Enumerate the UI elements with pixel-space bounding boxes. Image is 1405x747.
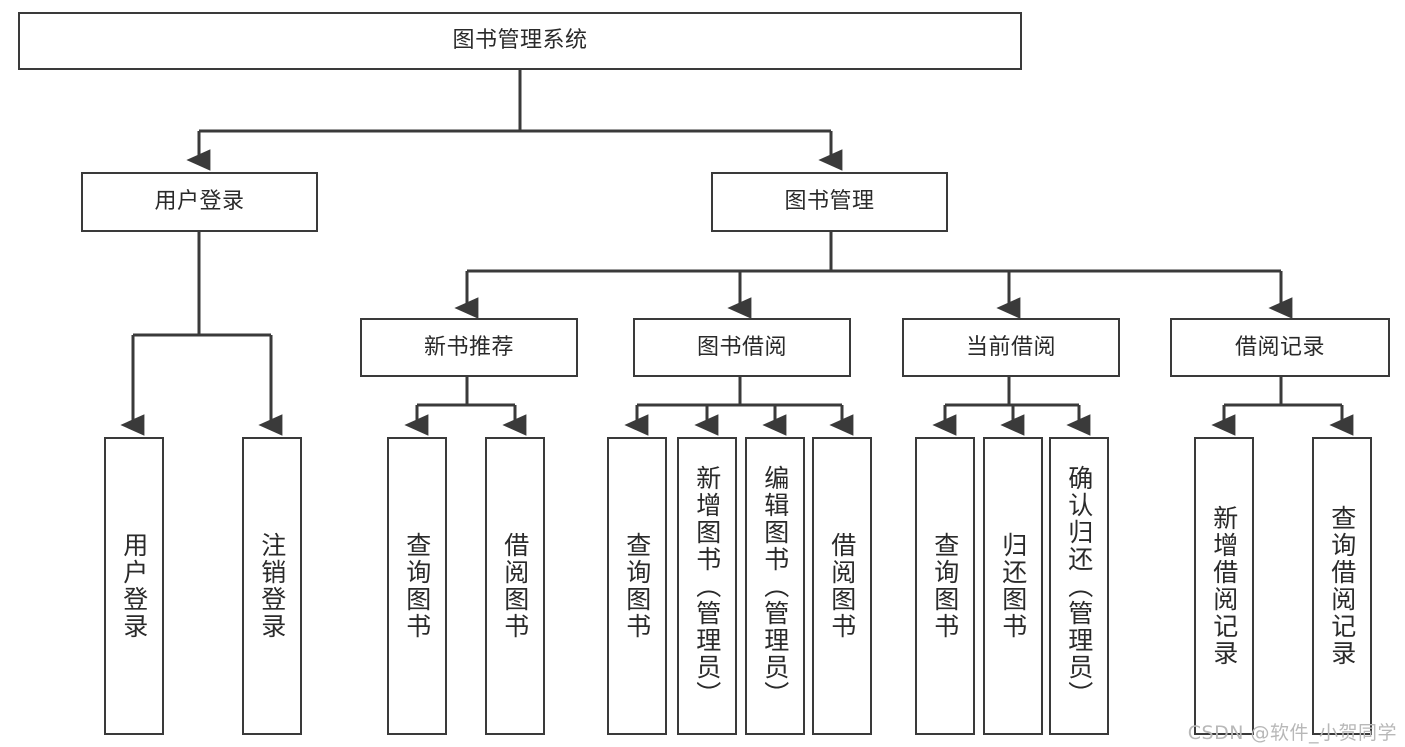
node-leaf-add-record[interactable]: 新增借阅记录 xyxy=(1194,437,1254,735)
node-leaf-borrow-book-1-label: 借阅图书 xyxy=(500,532,530,640)
node-leaf-add-book[interactable]: 新增图书（管理员） xyxy=(677,437,737,735)
node-leaf-confirm-return-label: 确认归还（管理员） xyxy=(1064,464,1094,708)
node-new-book-recommend-label: 新书推荐 xyxy=(423,334,514,360)
node-leaf-query-book-2[interactable]: 查询图书 xyxy=(607,437,667,735)
node-leaf-edit-book-label: 编辑图书（管理员） xyxy=(760,464,790,708)
node-user-login[interactable]: 用户登录 xyxy=(81,172,318,232)
node-leaf-add-book-label: 新增图书（管理员） xyxy=(692,464,722,708)
node-user-login-label: 用户登录 xyxy=(154,189,245,215)
node-leaf-query-record[interactable]: 查询借阅记录 xyxy=(1312,437,1372,735)
node-root[interactable]: 图书管理系统 xyxy=(18,12,1022,70)
node-borrow-record-label: 借阅记录 xyxy=(1234,334,1325,360)
node-new-book-recommend[interactable]: 新书推荐 xyxy=(360,318,578,377)
node-leaf-query-book-1[interactable]: 查询图书 xyxy=(387,437,447,735)
node-leaf-borrow-book-1[interactable]: 借阅图书 xyxy=(485,437,545,735)
node-leaf-logout[interactable]: 注销登录 xyxy=(242,437,302,735)
node-book-manage-label: 图书管理 xyxy=(784,189,875,215)
node-leaf-return-book-label: 归还图书 xyxy=(998,532,1028,640)
node-leaf-borrow-book-2[interactable]: 借阅图书 xyxy=(812,437,872,735)
node-leaf-query-book-3-label: 查询图书 xyxy=(930,532,960,640)
node-book-manage[interactable]: 图书管理 xyxy=(711,172,948,232)
node-leaf-return-book[interactable]: 归还图书 xyxy=(983,437,1043,735)
node-leaf-query-book-1-label: 查询图书 xyxy=(402,532,432,640)
node-book-borrow-label: 图书借阅 xyxy=(696,334,787,360)
node-root-label: 图书管理系统 xyxy=(452,28,588,54)
node-leaf-confirm-return[interactable]: 确认归还（管理员） xyxy=(1049,437,1109,735)
node-borrow-record[interactable]: 借阅记录 xyxy=(1170,318,1390,377)
node-leaf-user-login[interactable]: 用户登录 xyxy=(104,437,164,735)
node-leaf-query-book-3[interactable]: 查询图书 xyxy=(915,437,975,735)
watermark-text: CSDN @软件_小贺同学 xyxy=(1187,722,1397,744)
node-leaf-edit-book[interactable]: 编辑图书（管理员） xyxy=(745,437,805,735)
node-leaf-logout-label: 注销登录 xyxy=(257,532,287,640)
node-leaf-borrow-book-2-label: 借阅图书 xyxy=(827,532,857,640)
node-leaf-query-book-2-label: 查询图书 xyxy=(622,532,652,640)
node-book-borrow[interactable]: 图书借阅 xyxy=(633,318,851,377)
node-current-borrow-label: 当前借阅 xyxy=(965,334,1056,360)
node-leaf-add-record-label: 新增借阅记录 xyxy=(1209,505,1239,667)
node-leaf-user-login-label: 用户登录 xyxy=(119,532,149,640)
node-leaf-query-record-label: 查询借阅记录 xyxy=(1327,505,1357,667)
node-current-borrow[interactable]: 当前借阅 xyxy=(902,318,1120,377)
